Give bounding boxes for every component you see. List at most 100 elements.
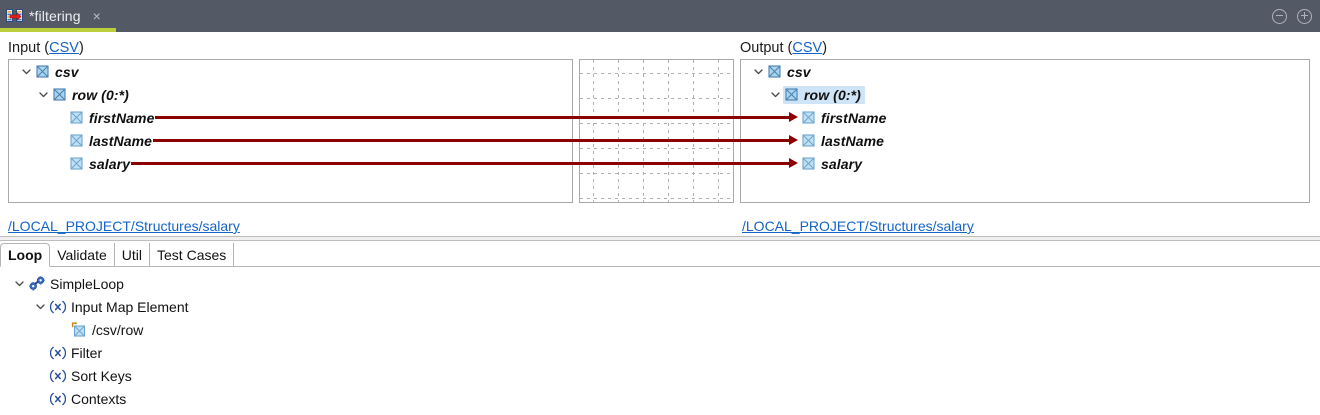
tree-row[interactable]: row (0:*) bbox=[741, 83, 1309, 106]
tree-node-label: row (0:*) bbox=[804, 86, 861, 103]
tab-test-cases[interactable]: Test Cases bbox=[150, 243, 235, 266]
output-header-text: Output ( bbox=[740, 40, 793, 56]
tree-node[interactable]: row (0:*) bbox=[783, 85, 865, 104]
attribute-icon bbox=[802, 157, 815, 170]
function-x-icon bbox=[50, 299, 71, 315]
tree-node-label: row (0:*) bbox=[72, 86, 129, 103]
editor-tab-filtering[interactable]: *filtering × bbox=[0, 0, 116, 32]
tree-node-label: SimpleLoop bbox=[50, 275, 124, 292]
maximize-button[interactable] bbox=[1297, 8, 1312, 24]
chevron-down-icon[interactable] bbox=[12, 272, 27, 295]
horizontal-splitter[interactable] bbox=[0, 236, 1320, 241]
input-tree-panel[interactable]: csv row (0:*) firstName lastName salary bbox=[8, 59, 573, 203]
tree-row[interactable]: Sort Keys bbox=[0, 364, 1320, 387]
output-tree-panel[interactable]: csv row (0:*) firstName lastName salary bbox=[740, 59, 1310, 203]
attribute-icon bbox=[70, 111, 83, 124]
input-path-link[interactable]: /LOCAL_PROJECT/Structures/salary bbox=[8, 218, 240, 234]
tree-row[interactable]: /csv/row bbox=[0, 318, 1320, 341]
minimize-button[interactable] bbox=[1272, 8, 1287, 24]
function-x-icon bbox=[50, 368, 71, 384]
tree-row[interactable]: csv bbox=[741, 60, 1309, 83]
chevron-down-icon[interactable] bbox=[33, 295, 48, 318]
element-icon bbox=[36, 65, 49, 78]
input-header-suffix: ) bbox=[78, 40, 84, 56]
tab-label: Util bbox=[121, 246, 143, 263]
connection-grid[interactable] bbox=[579, 59, 734, 203]
element-icon bbox=[768, 65, 781, 78]
tree-row[interactable]: row (0:*) bbox=[9, 83, 572, 106]
tree-node-label: lastName bbox=[89, 132, 153, 149]
tree-node[interactable]: firstName bbox=[68, 109, 158, 127]
tree-node-label: Sort Keys bbox=[71, 367, 132, 384]
tree-row[interactable]: Filter bbox=[0, 341, 1320, 364]
element-icon bbox=[785, 88, 798, 101]
bottom-tab-strip[interactable]: Loop Validate Util Test Cases bbox=[0, 243, 1320, 267]
element-icon bbox=[53, 88, 66, 101]
chevron-down-icon[interactable] bbox=[751, 60, 766, 83]
attribute-icon bbox=[70, 134, 83, 147]
connection-arrowhead bbox=[789, 112, 798, 122]
tree-row[interactable]: csv bbox=[9, 60, 572, 83]
input-header: Input (CSV) bbox=[8, 40, 84, 56]
connection-line[interactable] bbox=[131, 161, 790, 165]
tree-row[interactable]: salary bbox=[9, 152, 572, 175]
mapping-icon bbox=[6, 8, 23, 24]
editor-tab-label: *filtering bbox=[29, 8, 81, 24]
tree-row[interactable]: lastName bbox=[9, 129, 572, 152]
tree-node[interactable]: lastName bbox=[800, 132, 888, 150]
tree-node[interactable]: salary bbox=[68, 155, 134, 173]
tree-row[interactable]: Input Map Element bbox=[0, 295, 1320, 318]
tree-node-label: csv bbox=[787, 63, 811, 80]
tree-node[interactable]: csv bbox=[766, 63, 815, 81]
tab-strip-filler bbox=[234, 243, 1320, 266]
output-header: Output (CSV) bbox=[740, 40, 827, 56]
tree-node-label: salary bbox=[89, 155, 131, 172]
tab-active-indicator bbox=[0, 28, 116, 32]
tree-row[interactable]: firstName bbox=[9, 106, 572, 129]
tree-node-label: salary bbox=[821, 155, 863, 172]
close-icon[interactable]: × bbox=[92, 8, 101, 24]
tree-indent bbox=[54, 318, 69, 341]
tree-row[interactable]: Contexts bbox=[0, 387, 1320, 410]
connection-line[interactable] bbox=[155, 115, 790, 119]
output-path-link[interactable]: /LOCAL_PROJECT/Structures/salary bbox=[742, 218, 974, 234]
tab-loop[interactable]: Loop bbox=[0, 243, 51, 267]
tree-node[interactable]: csv bbox=[34, 63, 83, 81]
chevron-down-icon[interactable] bbox=[768, 83, 783, 106]
tree-node[interactable]: salary bbox=[800, 155, 866, 173]
function-x-icon bbox=[50, 391, 71, 407]
map-element-icon bbox=[71, 321, 92, 338]
tree-indent bbox=[53, 106, 68, 129]
chevron-down-icon[interactable] bbox=[19, 60, 34, 83]
input-format-link[interactable]: CSV bbox=[49, 40, 79, 56]
input-header-text: Input ( bbox=[8, 40, 50, 56]
tree-node-label: csv bbox=[55, 63, 79, 80]
output-tree[interactable]: csv row (0:*) firstName lastName salary bbox=[741, 60, 1309, 175]
connection-arrowhead bbox=[789, 158, 798, 168]
tree-row[interactable]: lastName bbox=[741, 129, 1309, 152]
tree-row[interactable]: firstName bbox=[741, 106, 1309, 129]
tree-indent bbox=[33, 341, 48, 364]
tree-indent bbox=[33, 364, 48, 387]
output-format-link[interactable]: CSV bbox=[792, 40, 823, 56]
connection-arrowhead bbox=[789, 135, 798, 145]
tree-node-label: lastName bbox=[821, 132, 885, 149]
connection-line[interactable] bbox=[153, 138, 790, 142]
tree-row[interactable]: SimpleLoop bbox=[0, 272, 1320, 295]
input-tree[interactable]: csv row (0:*) firstName lastName salary bbox=[9, 60, 572, 175]
tab-util[interactable]: Util bbox=[114, 243, 151, 266]
function-x-icon bbox=[50, 345, 71, 361]
tree-node[interactable]: firstName bbox=[800, 109, 890, 127]
attribute-icon bbox=[70, 157, 83, 170]
tree-node[interactable]: row (0:*) bbox=[51, 86, 133, 104]
tree-node[interactable]: lastName bbox=[68, 132, 156, 150]
attribute-icon bbox=[802, 111, 815, 124]
chevron-down-icon[interactable] bbox=[36, 83, 51, 106]
tree-node-label: Contexts bbox=[71, 390, 127, 407]
tree-node-label: Input Map Element bbox=[71, 298, 189, 315]
tab-label: Validate bbox=[57, 246, 107, 263]
tree-row[interactable]: salary bbox=[741, 152, 1309, 175]
tab-validate[interactable]: Validate bbox=[50, 243, 115, 266]
